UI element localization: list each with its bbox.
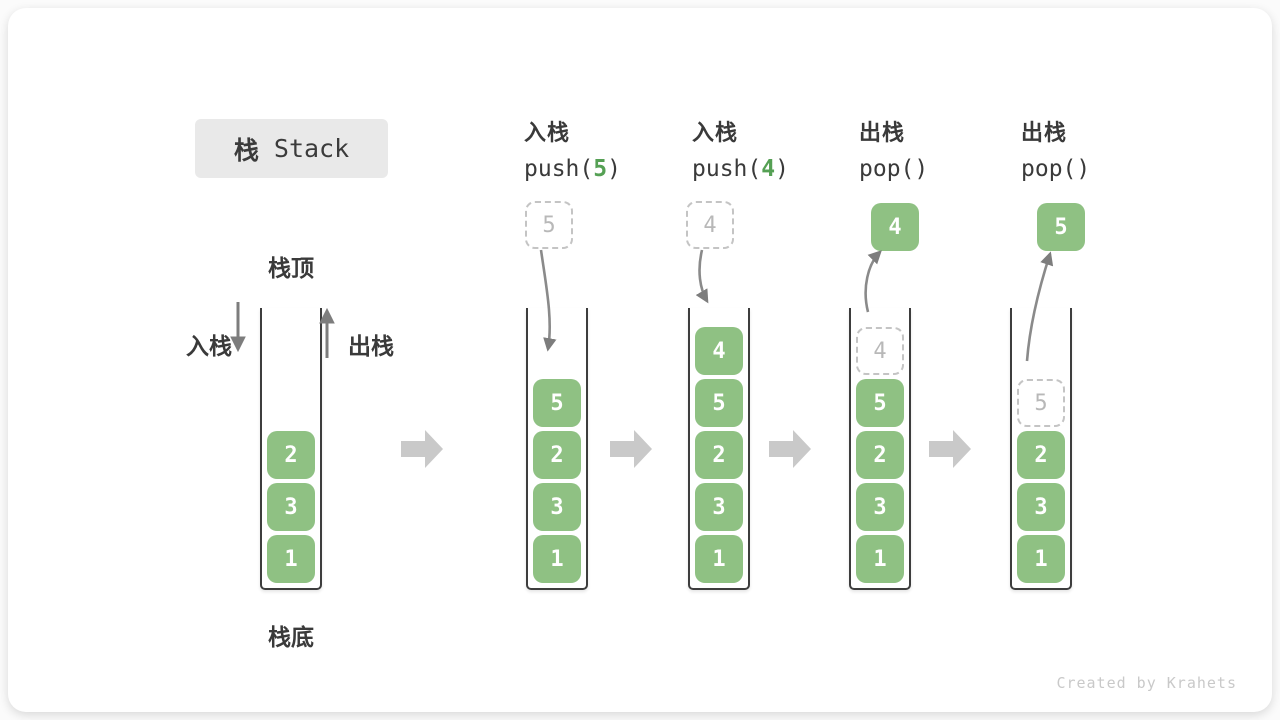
stack-cell: 3 — [533, 483, 581, 531]
op-code: push(5) — [524, 156, 621, 182]
stack-cell: 1 — [533, 535, 581, 583]
title-box: 栈 Stack — [195, 119, 388, 178]
code-arg: 5 — [593, 156, 608, 182]
op-header-pop-4: 出栈 pop() — [859, 115, 928, 182]
title-en: Stack — [258, 134, 350, 163]
stack-cell: 3 — [267, 483, 315, 531]
stack-state-after-push-5: 5 2 3 1 — [526, 308, 588, 590]
stack-state-after-pop-5: 5 2 3 1 — [1010, 308, 1072, 590]
stack-cell-removed: 5 — [1017, 379, 1065, 427]
op-label: 出栈 — [859, 120, 906, 145]
stack-cell: 1 — [1017, 535, 1065, 583]
code-close: ) — [775, 156, 789, 182]
stack-cell: 5 — [856, 379, 904, 427]
popped-value-cell: 5 — [1037, 203, 1085, 251]
stack-bottom-label: 栈底 — [268, 624, 314, 650]
watermark: Created by Krahets — [1056, 674, 1237, 692]
op-code: push(4) — [692, 156, 789, 182]
stack-cell: 4 — [695, 327, 743, 375]
code-fn: pop( — [859, 156, 915, 182]
stack-cell: 5 — [533, 379, 581, 427]
code-fn: pop( — [1021, 156, 1077, 182]
stack-top-label: 栈顶 — [268, 255, 314, 281]
op-code: pop() — [859, 156, 928, 182]
stack-cell: 2 — [1017, 431, 1065, 479]
pop-direction-label: 出栈 — [348, 333, 394, 359]
op-label: 出栈 — [1021, 120, 1068, 145]
op-label: 入栈 — [692, 120, 739, 145]
stack-state-after-pop-4: 4 5 2 3 1 — [849, 308, 911, 590]
stack-cell: 5 — [695, 379, 743, 427]
stack-cell: 2 — [856, 431, 904, 479]
popped-value-cell: 4 — [871, 203, 919, 251]
op-header-push-4: 入栈 push(4) — [692, 115, 789, 182]
stack-cell: 1 — [267, 535, 315, 583]
stack-cell: 2 — [267, 431, 315, 479]
code-fn: push( — [692, 156, 762, 182]
stack-state-after-push-4: 4 5 2 3 1 — [688, 308, 750, 590]
stack-cell: 3 — [1017, 483, 1065, 531]
stack-cell: 3 — [856, 483, 904, 531]
diagram-card: 栈 Stack 栈顶 栈底 入栈 出栈 入栈 push(5) 入栈 push(4… — [8, 8, 1272, 712]
op-code: pop() — [1021, 156, 1090, 182]
stack-cell: 2 — [695, 431, 743, 479]
op-header-pop-5: 出栈 pop() — [1021, 115, 1090, 182]
push-value-ghost-cell: 4 — [686, 201, 734, 249]
push-direction-label: 入栈 — [186, 333, 232, 359]
stack-cell: 2 — [533, 431, 581, 479]
stack-state-initial: 2 3 1 — [260, 308, 322, 590]
title-zh: 栈 — [233, 136, 259, 165]
code-close: ) — [1076, 156, 1091, 182]
code-arg: 4 — [761, 156, 776, 182]
stack-cell: 1 — [856, 535, 904, 583]
op-header-push-5: 入栈 push(5) — [524, 115, 621, 182]
code-close: ) — [914, 156, 929, 182]
code-close: ) — [607, 156, 621, 182]
stack-cell-removed: 4 — [856, 327, 904, 375]
stack-cell: 1 — [695, 535, 743, 583]
push-value-ghost-cell: 5 — [525, 201, 573, 249]
stack-cell: 3 — [695, 483, 743, 531]
code-fn: push( — [524, 156, 594, 182]
op-label: 入栈 — [524, 120, 571, 145]
